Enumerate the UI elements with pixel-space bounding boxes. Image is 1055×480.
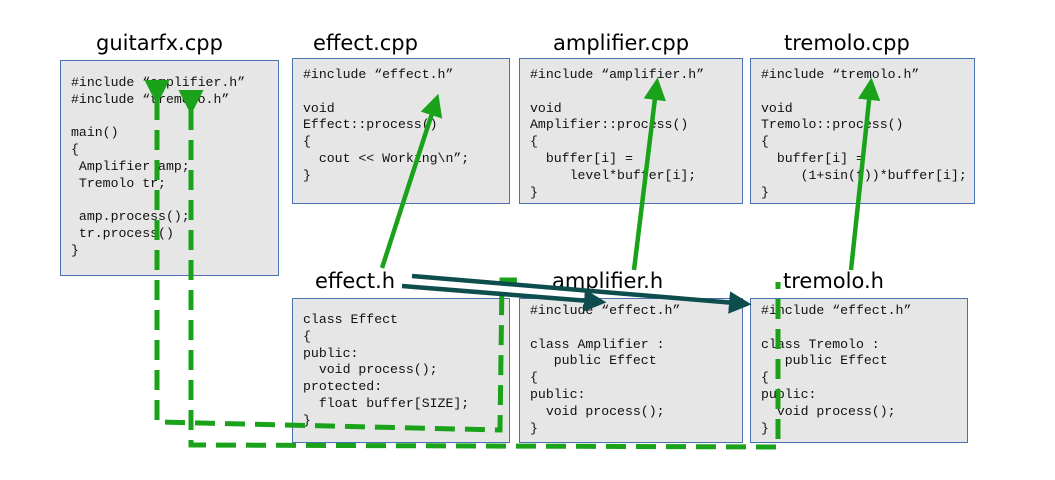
effect-cpp-title: effect.cpp [313, 31, 418, 55]
tremolo-h-code: #include “effect.h” class Tremolo : publ… [761, 303, 912, 436]
amplifier-h-title: amplifier.h [552, 269, 664, 293]
effect-h-box: class Effect { public: void process(); p… [292, 298, 510, 443]
amplifier-h-box: #include “effect.h” class Amplifier : pu… [519, 298, 743, 443]
amplifier-cpp-code: #include “amplifier.h” void Amplifier::p… [530, 67, 705, 200]
tremolo-cpp-code: #include “tremolo.h” void Tremolo::proce… [761, 67, 967, 200]
tremolo-cpp-title: tremolo.cpp [784, 31, 910, 55]
effect-cpp-box: #include “effect.h” void Effect::process… [292, 58, 510, 204]
guitarfx-cpp-code: #include “amplifier.h” #include “tremolo… [71, 75, 246, 258]
guitarfx-cpp-title: guitarfx.cpp [96, 31, 223, 55]
tremolo-h-box: #include “effect.h” class Tremolo : publ… [750, 298, 968, 443]
tremolo-h-title: tremolo.h [783, 269, 884, 293]
effect-cpp-code: #include “effect.h” void Effect::process… [303, 67, 470, 183]
effect-h-title: effect.h [315, 269, 396, 293]
amplifier-cpp-title: amplifier.cpp [553, 31, 690, 55]
guitarfx-cpp-box: #include “amplifier.h” #include “tremolo… [60, 60, 279, 276]
tremolo-cpp-box: #include “tremolo.h” void Tremolo::proce… [750, 58, 975, 204]
amplifier-cpp-box: #include “amplifier.h” void Amplifier::p… [519, 58, 743, 204]
effect-h-code: class Effect { public: void process(); p… [303, 312, 470, 428]
amplifier-h-code: #include “effect.h” class Amplifier : pu… [530, 303, 681, 436]
